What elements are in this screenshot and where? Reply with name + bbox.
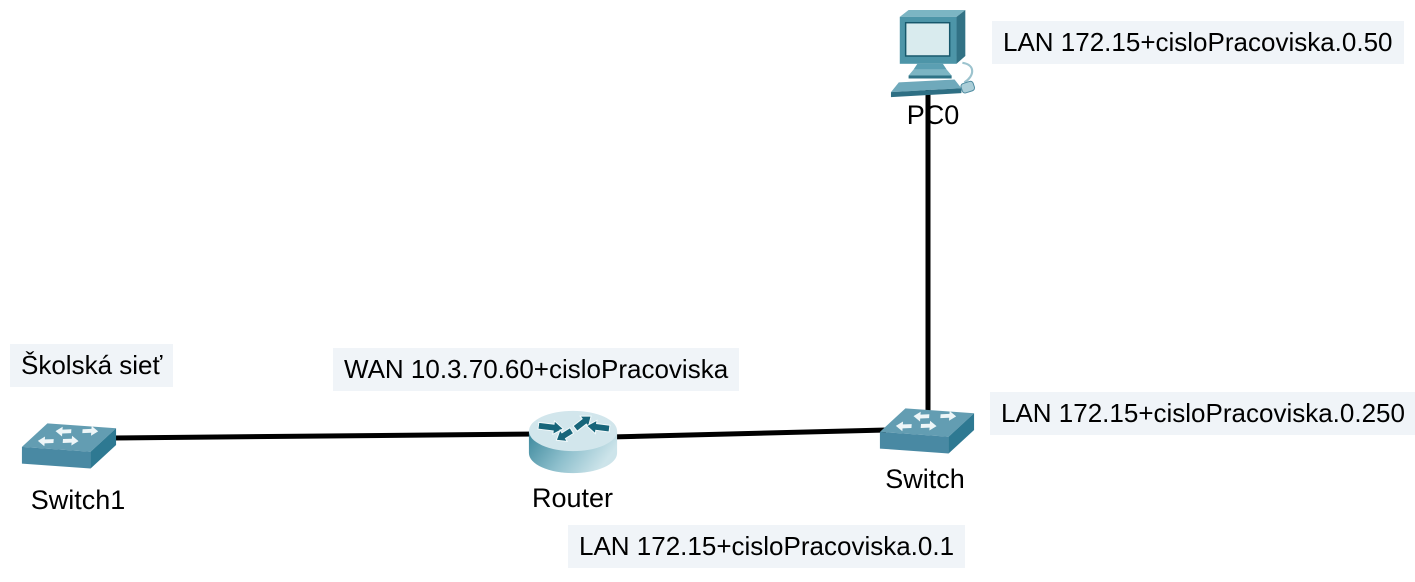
device-label-router: Router: [531, 483, 614, 513]
cable-switch1-router[interactable]: [111, 431, 539, 441]
device-router[interactable]: [527, 405, 619, 480]
note-pc-lan[interactable]: LAN 172.15+cisloPracoviska.0.50: [992, 21, 1404, 65]
device-label-switch1: Switch1: [30, 485, 126, 515]
device-switch1[interactable]: [18, 413, 120, 471]
device-pc0[interactable]: [890, 8, 980, 102]
note-school-network[interactable]: Školská sieť: [10, 344, 174, 388]
device-label-switch: Switch: [885, 464, 965, 494]
note-wan[interactable]: WAN 10.3.70.60+cisloPracoviska: [333, 348, 740, 392]
switch-icon: [21, 423, 117, 469]
note-router-lan[interactable]: LAN 172.15+cisloPracoviska.0.1: [568, 525, 966, 569]
cable-router-switch[interactable]: [609, 427, 887, 440]
device-label-pc0: PC0: [906, 100, 960, 130]
device-switch[interactable]: [876, 398, 978, 456]
pc-icon: [890, 10, 976, 98]
router-icon: [528, 410, 618, 474]
switch-icon: [879, 408, 975, 454]
note-switch-lan[interactable]: LAN 172.15+cisloPracoviska.0.250: [990, 392, 1415, 436]
